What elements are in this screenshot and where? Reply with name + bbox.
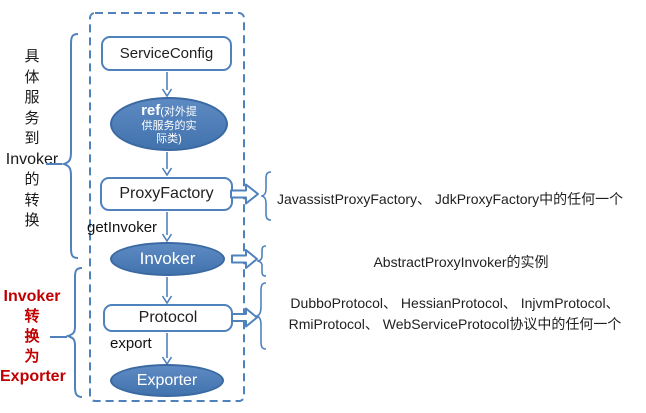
edge-label-export: export bbox=[110, 335, 152, 352]
vlabel-char: 的 bbox=[24, 171, 40, 188]
left-annotation-service-to-invoker: 具 体 服 务 到 Invoker 的 转 换 bbox=[0, 47, 64, 232]
right-brace-protocol bbox=[256, 282, 267, 350]
vlabel-word: Invoker bbox=[3, 288, 61, 305]
node-service-config: ServiceConfig bbox=[101, 36, 232, 71]
block-arrow-protocol bbox=[231, 307, 258, 328]
left-annotation-invoker-to-exporter: Invoker 转 换 为 Exporter bbox=[0, 287, 66, 387]
node-exporter: Exporter bbox=[110, 364, 224, 397]
arrow-ref-to-proxyfactory bbox=[161, 152, 173, 176]
node-ref-detail-3: 际类) bbox=[156, 132, 182, 145]
vlabel-char: 转 bbox=[24, 308, 40, 325]
vlabel-char: 转 bbox=[24, 191, 40, 209]
arrow-proxyfactory-to-invoker bbox=[161, 212, 173, 242]
left-connector-bottom bbox=[50, 336, 67, 338]
node-protocol-label: Protocol bbox=[138, 309, 198, 326]
left-connector-top bbox=[46, 163, 62, 165]
node-invoker-label: Invoker bbox=[139, 249, 196, 268]
vlabel-word: Invoker bbox=[5, 150, 59, 168]
node-proxy-factory-label: ProxyFactory bbox=[119, 185, 214, 202]
dashed-boundary-box bbox=[89, 12, 245, 402]
node-ref-detail-2: 供服务的实 bbox=[141, 119, 197, 132]
vlabel-word: Exporter bbox=[0, 368, 66, 385]
note-protocol-line-2: RmiProtocol、 WebServiceProtocol协议中的任何一个 bbox=[288, 316, 622, 332]
note-proxyfactory-implementations: JavassistProxyFactory、 JdkProxyFactory中的… bbox=[277, 191, 624, 207]
arrow-invoker-to-protocol bbox=[161, 277, 173, 304]
right-brace-proxyfactory bbox=[261, 171, 272, 221]
node-ref-detail-1: (对外提 bbox=[160, 105, 197, 118]
node-protocol: Protocol bbox=[103, 304, 233, 332]
vlabel-char: 到 bbox=[24, 130, 40, 147]
node-ref: ref(对外提 供服务的实 际类) bbox=[110, 97, 228, 151]
vlabel-char: 为 bbox=[24, 348, 40, 365]
left-brace-top bbox=[62, 33, 79, 259]
block-arrow-proxyfactory bbox=[230, 183, 259, 205]
arrow-protocol-to-exporter bbox=[161, 333, 173, 365]
node-exporter-label: Exporter bbox=[136, 371, 198, 389]
note-protocol-line-1: DubboProtocol、 HessianProtocol、 InjvmPro… bbox=[290, 295, 620, 311]
node-invoker: Invoker bbox=[110, 242, 225, 276]
vlabel-char: 具 bbox=[24, 48, 40, 65]
node-service-config-label: ServiceConfig bbox=[119, 45, 214, 62]
vlabel-char: 换 bbox=[24, 212, 40, 229]
arrow-serviceconfig-to-ref bbox=[161, 72, 173, 97]
vlabel-char: 服 bbox=[24, 89, 40, 106]
edge-label-getinvoker: getInvoker bbox=[87, 219, 158, 236]
node-proxy-factory: ProxyFactory bbox=[100, 177, 233, 211]
block-arrow-invoker bbox=[231, 249, 258, 269]
vlabel-char: 务 bbox=[24, 109, 40, 127]
vlabel-char: 体 bbox=[24, 68, 40, 86]
note-invoker-instance: AbstractProxyInvoker的实例 bbox=[373, 254, 549, 270]
node-ref-title: ref bbox=[141, 101, 161, 119]
vlabel-char: 换 bbox=[24, 328, 40, 345]
left-brace-bottom bbox=[66, 267, 83, 398]
right-brace-invoker bbox=[257, 245, 267, 277]
note-protocol-implementations: DubboProtocol、 HessianProtocol、 InjvmPro… bbox=[266, 293, 644, 335]
